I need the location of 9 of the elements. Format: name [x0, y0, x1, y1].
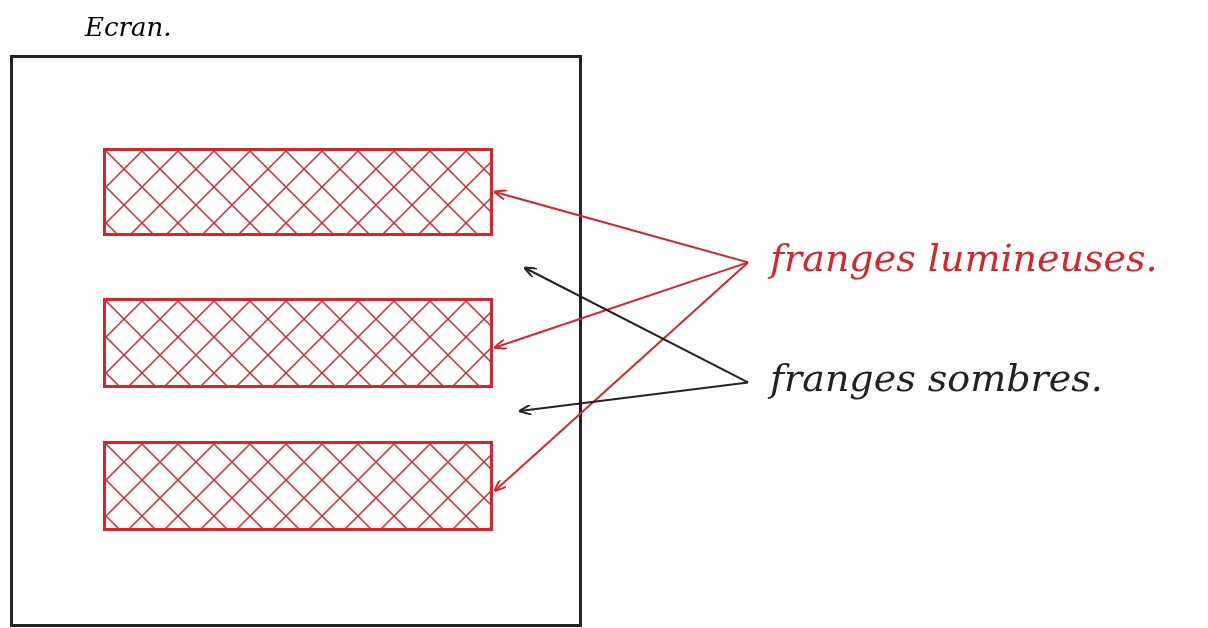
hatched-fringe-bar — [103, 441, 493, 531]
leader-arrow — [518, 381, 749, 416]
leader-arrow — [493, 189, 749, 264]
hatched-fringe-bar — [103, 148, 493, 236]
leader-arrow — [493, 261, 749, 493]
leader-arrow — [523, 266, 749, 384]
leader-arrow — [493, 261, 749, 350]
hatched-fringe-bar — [103, 298, 493, 388]
frame-heading: Ecran. — [85, 12, 172, 42]
